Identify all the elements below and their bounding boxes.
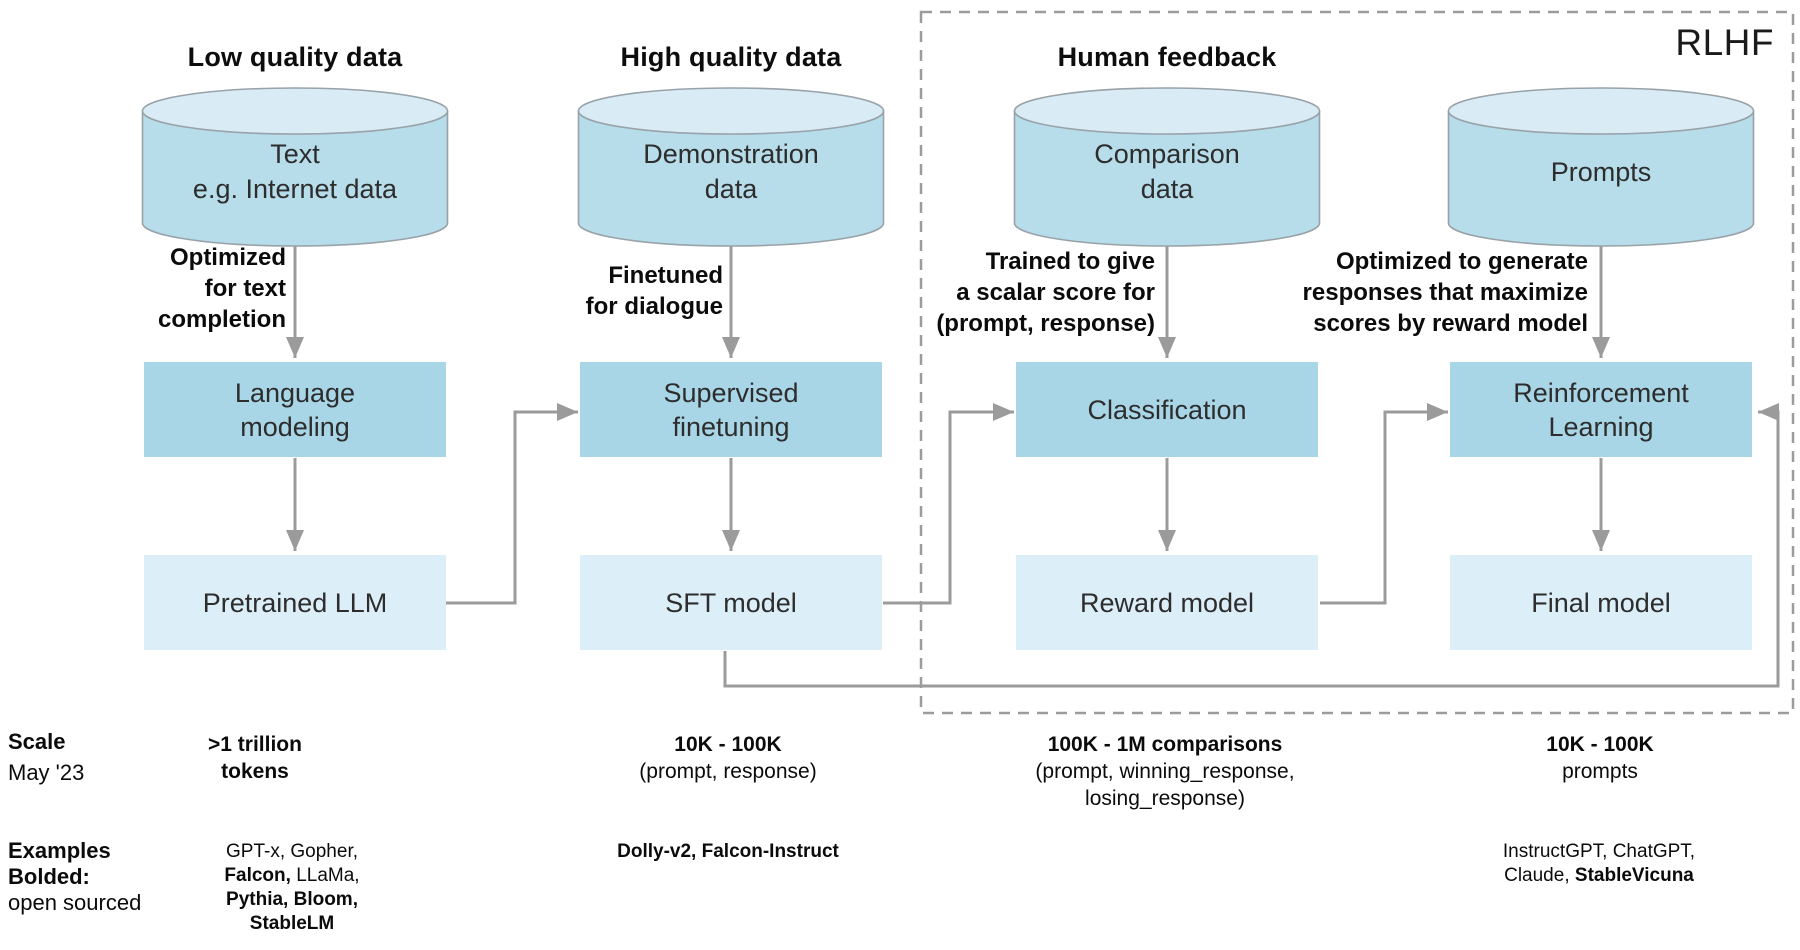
database-cylinder-icon bbox=[1013, 87, 1321, 247]
model-box-label: Reward model bbox=[1079, 587, 1255, 618]
example-model-names: Falcon, bbox=[224, 865, 291, 886]
process-box-supervised-finetuning: Supervised finetuning bbox=[580, 362, 882, 457]
database-cylinder-icon bbox=[577, 87, 885, 247]
cylinder-label: Prompts bbox=[1446, 130, 1756, 214]
process-box-label: Supervised bbox=[663, 377, 799, 408]
process-box-label: Classification bbox=[1087, 394, 1247, 425]
scale-legend-title: Scale bbox=[8, 729, 66, 754]
rlhf-frame-label: RLHF bbox=[1675, 22, 1774, 63]
scale-value: 10K - 100K prompts bbox=[1380, 731, 1800, 785]
arrow-annotation-line: (prompt, response) bbox=[936, 310, 1155, 337]
scale-legend-date: May '23 bbox=[8, 760, 85, 785]
scale-legend: Scale May '23 bbox=[8, 726, 84, 788]
examples-legend-bolded: Bolded: bbox=[8, 864, 90, 889]
column-header-high-quality: High quality data bbox=[620, 42, 842, 72]
column-header-low-quality: Low quality data bbox=[187, 42, 403, 72]
examples-legend-note: open sourced bbox=[8, 890, 142, 915]
scale-value: 100K - 1M comparisons (prompt, winning_r… bbox=[945, 731, 1385, 812]
examples-legend-title: Examples bbox=[8, 838, 111, 863]
arrow-annotation-line: Finetuned bbox=[608, 262, 723, 289]
process-box-language-modeling: Language modeling bbox=[144, 362, 446, 457]
scale-line: (prompt, response) bbox=[639, 760, 817, 783]
cylinder-label-line: Comparison bbox=[1094, 139, 1240, 169]
arrow-annotation: Trained to give a scalar score for (prom… bbox=[795, 246, 1155, 339]
examples-value: Dolly-v2, Falcon-Instruct bbox=[508, 840, 948, 864]
model-box-reward-model: Reward model bbox=[1016, 555, 1318, 650]
process-box-label: Language bbox=[234, 377, 356, 408]
examples-legend: Examples Bolded: open sourced bbox=[8, 838, 141, 916]
column-header-human-feedback: Human feedback bbox=[1057, 42, 1277, 72]
scale-value: 10K - 100K (prompt, response) bbox=[508, 731, 948, 785]
example-model-names: StableLM bbox=[249, 913, 335, 934]
cylinder-label-line: Text bbox=[270, 139, 320, 169]
scale-line: 100K - 1M comparisons bbox=[1047, 733, 1283, 756]
examples-line: InstructGPT, ChatGPT, bbox=[1379, 840, 1800, 864]
examples-line: StableLM bbox=[72, 912, 512, 936]
scale-line: 10K - 100K bbox=[1546, 733, 1654, 756]
model-box-sft-model: SFT model bbox=[580, 555, 882, 650]
examples-line: Claude, StableVicuna bbox=[1379, 864, 1800, 888]
process-box-classification: Classification bbox=[1016, 362, 1318, 457]
cylinder-label-line: data bbox=[704, 174, 758, 204]
model-box-label: SFT model bbox=[665, 587, 797, 618]
arrow-annotation-line: completion bbox=[157, 306, 286, 333]
arrow-annotation-line: for dialogue bbox=[585, 293, 723, 320]
process-box-label: Reinforcement bbox=[1513, 377, 1689, 408]
example-model-names: Pythia, Bloom, bbox=[226, 889, 358, 910]
example-model-names: StableVicuna bbox=[1574, 865, 1694, 886]
cylinder-label-line: e.g. Internet data bbox=[192, 174, 398, 204]
examples-value: InstructGPT, ChatGPT, Claude, StableVicu… bbox=[1379, 840, 1800, 888]
process-box-label: Learning bbox=[1548, 411, 1654, 442]
elbow-arrow-icon bbox=[446, 403, 578, 605]
model-box-final-model: Final model bbox=[1450, 555, 1752, 650]
examples-line: Falcon, LLaMa, bbox=[72, 864, 512, 888]
arrow-annotation: Optimized to generate responses that max… bbox=[1208, 246, 1588, 339]
arrow-annotation-line: Trained to give bbox=[985, 248, 1155, 275]
cylinder-label-line: Prompts bbox=[1550, 156, 1652, 187]
rlhf-dashed-frame bbox=[919, 10, 1795, 715]
arrow-annotation-line: for text bbox=[204, 275, 286, 302]
arrow-annotation-line: Optimized to generate bbox=[1335, 248, 1588, 275]
scale-line: losing_response) bbox=[1085, 787, 1245, 810]
examples-value: GPT-x, Gopher, Falcon, LLaMa, Pythia, Bl… bbox=[72, 840, 512, 936]
arrow-annotation-line: responses that maximize bbox=[1302, 279, 1588, 306]
database-cylinder-icon bbox=[141, 87, 449, 247]
arrow-annotation: Optimized for text completion bbox=[0, 242, 286, 335]
cylinder-label-line: Demonstration bbox=[643, 139, 819, 169]
examples-line: Pythia, Bloom, bbox=[72, 888, 512, 912]
cylinder-label-line: data bbox=[1140, 174, 1194, 204]
scale-line: prompts bbox=[1562, 760, 1638, 783]
model-box-pretrained-llm: Pretrained LLM bbox=[144, 555, 446, 650]
feedback-loop-arrow-icon bbox=[723, 403, 1780, 688]
arrow-annotation-line: Optimized bbox=[169, 244, 286, 271]
cylinder-label: Demonstration data bbox=[576, 130, 886, 214]
model-box-label: Pretrained LLM bbox=[202, 587, 388, 618]
scale-value: >1 trillion tokens bbox=[35, 731, 475, 785]
example-model-names: Claude, bbox=[1504, 865, 1575, 886]
elbow-arrow-icon bbox=[883, 403, 1014, 605]
scale-line: >1 trillion bbox=[208, 733, 302, 756]
example-model-names: LLaMa, bbox=[290, 865, 360, 886]
process-box-reinforcement-learning: Reinforcement Learning bbox=[1450, 362, 1752, 457]
database-cylinder-icon bbox=[1447, 87, 1755, 247]
example-model-names: InstructGPT, ChatGPT, bbox=[1502, 841, 1696, 862]
scale-line: (prompt, winning_response, bbox=[1035, 760, 1295, 783]
arrow-annotation: Finetuned for dialogue bbox=[363, 260, 723, 322]
process-box-label: finetuning bbox=[672, 411, 790, 442]
cylinder-label: Text e.g. Internet data bbox=[140, 130, 450, 214]
scale-line: 10K - 100K bbox=[674, 733, 782, 756]
examples-line: GPT-x, Gopher, bbox=[72, 840, 512, 864]
arrow-annotation-line: scores by reward model bbox=[1313, 310, 1588, 337]
process-box-label: modeling bbox=[240, 411, 350, 442]
scale-line: tokens bbox=[221, 760, 289, 783]
example-model-names: GPT-x, Gopher, bbox=[226, 841, 358, 862]
examples-line: Dolly-v2, Falcon-Instruct bbox=[508, 840, 948, 864]
arrow-annotation-line: a scalar score for bbox=[956, 279, 1155, 306]
cylinder-label: Comparison data bbox=[1012, 130, 1322, 214]
elbow-arrow-icon bbox=[1320, 403, 1448, 605]
example-model-names: Dolly-v2, Falcon-Instruct bbox=[617, 841, 839, 862]
model-box-label: Final model bbox=[1531, 587, 1671, 618]
